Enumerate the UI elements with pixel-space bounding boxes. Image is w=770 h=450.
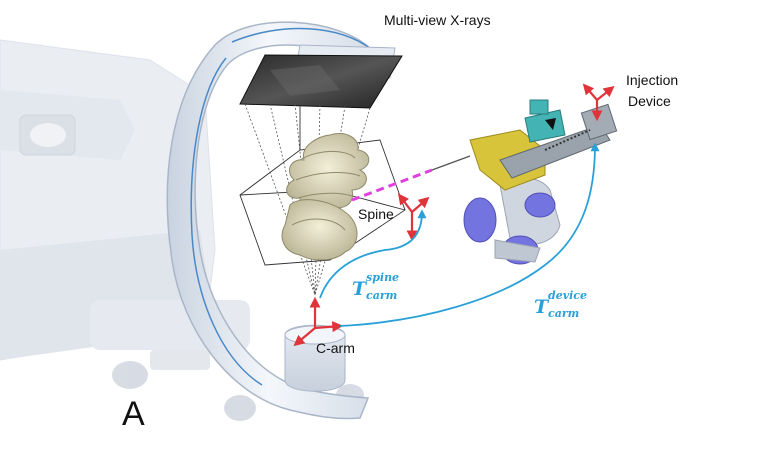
spine-frame-axes: [398, 193, 430, 242]
carm-frame-axes: [293, 296, 344, 347]
device-transform-sup: device: [548, 289, 587, 302]
spine-label: Spine: [358, 206, 394, 222]
spine-transform-curve: [319, 209, 427, 299]
xrays-label: Multi-view X-rays: [384, 12, 491, 28]
spine-transform-sup: spine: [366, 271, 400, 284]
xray-source: [284, 324, 346, 392]
spine-transform-sub: carm: [366, 289, 398, 302]
device-transform-label: T device carm: [534, 290, 604, 326]
carm-machine-body: [0, 39, 250, 361]
carm-wheels: [112, 350, 364, 421]
panel-label: A: [122, 395, 145, 433]
spine-model: [281, 133, 370, 261]
injection-device: [469, 99, 618, 191]
injection-label-line2: Device: [628, 93, 671, 109]
device-transform-sub: carm: [548, 307, 580, 320]
needle-trajectory: [351, 168, 433, 202]
device-frame-axes: [582, 83, 615, 122]
needle: [431, 155, 471, 171]
spine-transform-label: T spine carm: [352, 272, 412, 308]
c-arm: [166, 21, 374, 420]
robot-arm: [463, 177, 561, 265]
device-transform-base: T: [534, 296, 549, 318]
carm-label: C-arm: [316, 340, 355, 356]
xray-detector: [239, 44, 403, 109]
device-transform-curve: [339, 142, 600, 327]
injection-label-line1: Injection: [626, 72, 679, 88]
spine-transform-base: T: [352, 278, 367, 300]
